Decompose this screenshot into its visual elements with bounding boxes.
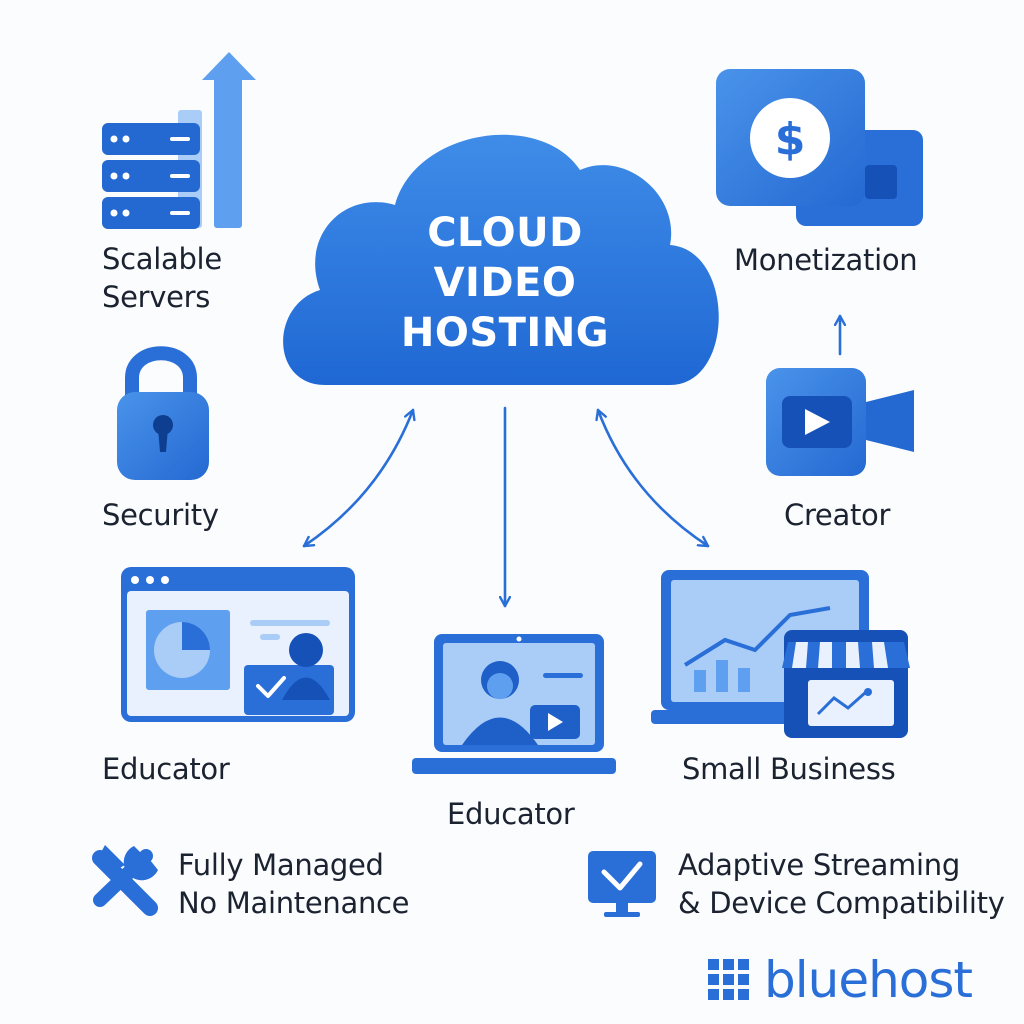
monitor-check-icon xyxy=(588,851,656,917)
padlock-icon xyxy=(117,346,209,480)
brand-logo: bluehost xyxy=(708,950,973,1010)
cloud-title-line3: HOSTING xyxy=(400,310,610,356)
cloud-title-line2: VIDEO xyxy=(433,260,577,306)
educator-left-label: Educator xyxy=(102,752,230,786)
brand-name: bluehost xyxy=(764,951,973,1009)
laptop-video-icon xyxy=(412,634,616,774)
feature-streaming-label: Adaptive Streaming & Device Compatibilit… xyxy=(678,848,1005,920)
cloud-title: CLOUD VIDEO HOSTING xyxy=(365,208,645,358)
arrow-cloud-educator-left xyxy=(302,408,413,548)
educator-center-label: Educator xyxy=(447,797,575,831)
dollar-icon: $ xyxy=(716,69,923,226)
security-label: Security xyxy=(102,498,219,532)
creator-label: Creator xyxy=(784,498,891,532)
grid-logo-icon xyxy=(708,959,749,1000)
arrow-cloud-small-business xyxy=(598,408,710,548)
small-business-label: Small Business xyxy=(682,752,896,786)
monetization-label: Monetization xyxy=(734,243,918,277)
tools-icon xyxy=(92,845,158,916)
svg-text:$: $ xyxy=(775,114,806,165)
scalable-servers-label: Scalable Servers xyxy=(102,242,222,314)
browser-presentation-icon xyxy=(121,567,355,722)
feature-managed-label: Fully Managed No Maintenance xyxy=(178,848,410,920)
laptop-storefront-icon xyxy=(651,570,910,738)
video-camera-icon xyxy=(766,368,914,476)
cloud-title-line1: CLOUD xyxy=(427,210,583,256)
server-growth-icon xyxy=(102,52,256,229)
connector-arrows xyxy=(302,314,840,608)
cloud-shape xyxy=(283,134,719,385)
